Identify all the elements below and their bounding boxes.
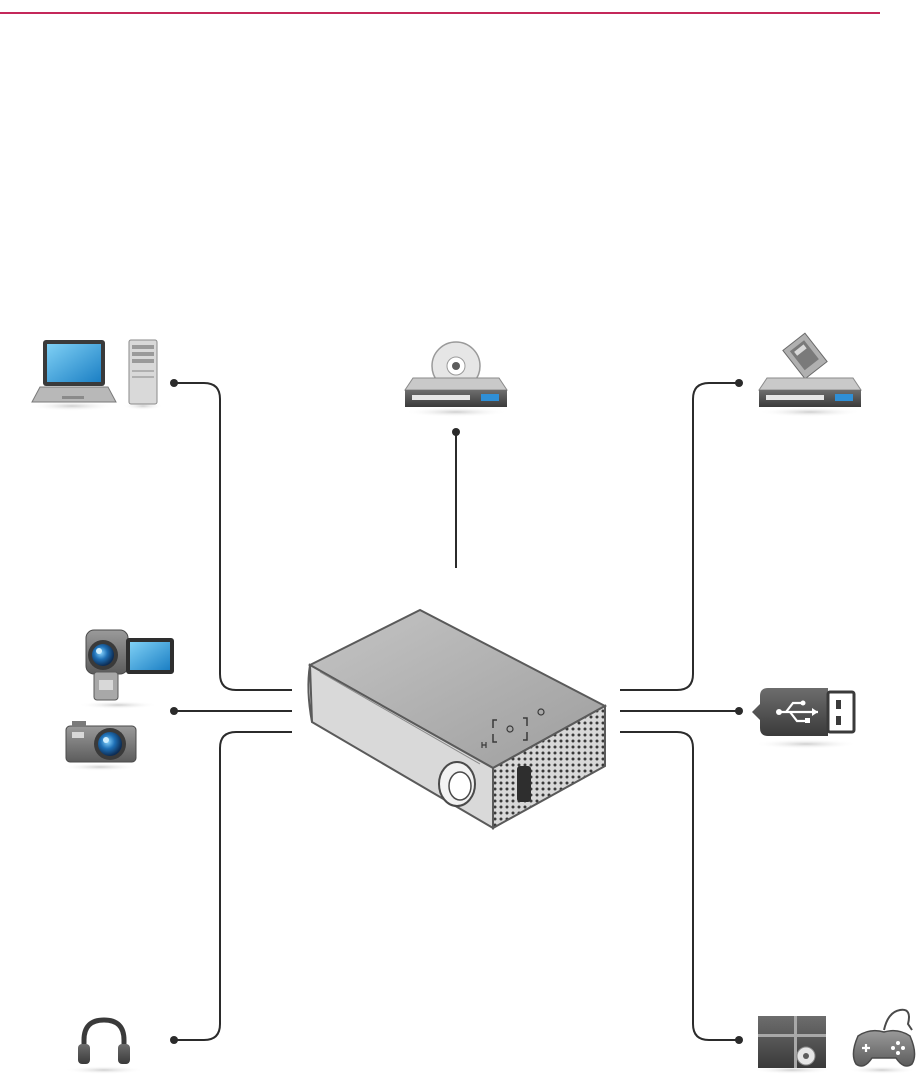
line-set-top-box <box>620 383 739 690</box>
usb-drive-icon <box>752 688 858 749</box>
set-top-box-icon <box>758 333 862 417</box>
digital-camera-icon <box>62 721 138 771</box>
laptop-icon <box>28 340 116 411</box>
projector-icon <box>308 610 605 828</box>
blu-ray-player-icon <box>752 1016 832 1074</box>
game-controller-icon <box>848 1010 916 1074</box>
line-av-devices <box>620 732 739 1040</box>
line-computers <box>174 383 292 690</box>
desktop-tower-icon <box>123 340 163 410</box>
dvd-player-icon <box>404 342 508 417</box>
camcorder-icon <box>78 630 174 709</box>
headphones-icon <box>64 1020 144 1074</box>
line-headphones <box>174 732 292 1040</box>
